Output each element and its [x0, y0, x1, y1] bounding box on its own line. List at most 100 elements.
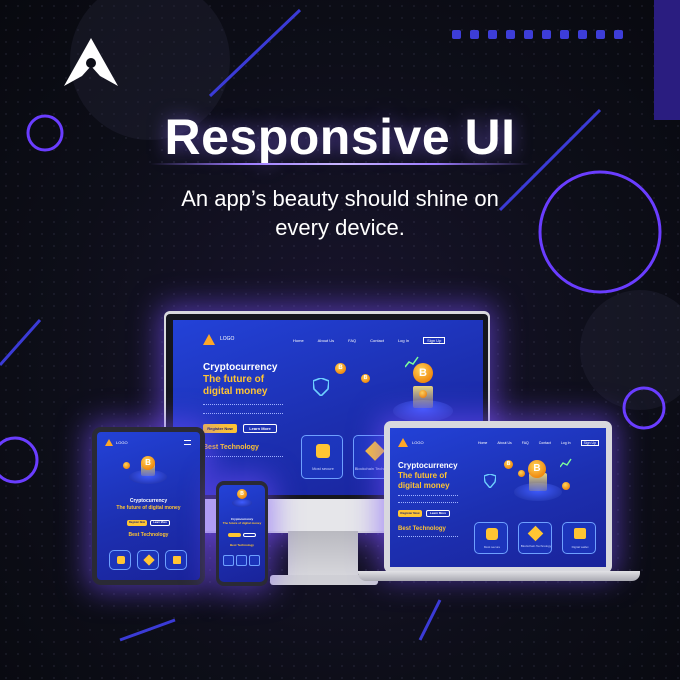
brand-logo-icon: [64, 38, 118, 86]
tablet-section-heading: Best Technology: [128, 532, 169, 538]
learn-more-button[interactable]: Learn More: [243, 424, 277, 433]
hero-description: [203, 404, 283, 414]
hero-heading-line1: Cryptocurrency: [203, 362, 278, 373]
laptop-nav-about[interactable]: About Us: [497, 441, 512, 445]
page-title: Responsive UI: [164, 109, 516, 165]
laptop-card-blockchain-label: Blockchain Technology: [520, 544, 552, 548]
phone-heading-line2: The future of digital money: [222, 521, 262, 525]
register-button[interactable]: Register Now: [203, 424, 237, 433]
card-secure-label: Most secure: [312, 466, 334, 471]
laptop-card-wallet[interactable]: Digital wallet: [562, 522, 596, 554]
laptop-nav-home[interactable]: Home: [478, 441, 488, 445]
card-blockchain-label: Blockchain Technology: [354, 466, 396, 471]
subtitle-line-2: every device.: [275, 215, 405, 240]
phone-section-heading: Best Technology: [230, 543, 254, 547]
laptop-nav-faq[interactable]: FAQ: [521, 441, 529, 445]
phone-screen: B Cryptocurrency The future of digital m…: [219, 485, 265, 582]
nav-signup[interactable]: Sign Up: [423, 337, 446, 344]
laptop-description: [398, 495, 458, 503]
bitcoin-icon-small-3: [562, 482, 570, 490]
phone-learn-button[interactable]: [243, 533, 256, 537]
lock-icon: [316, 444, 330, 458]
laptop-section-heading: Best Technology: [398, 526, 446, 532]
menu-icon[interactable]: [184, 440, 191, 445]
tablet-screen: LOGO B Cryptocurrency The future of digi…: [97, 432, 200, 580]
nav-contact[interactable]: Contact: [370, 338, 384, 343]
chart-icon: [560, 458, 572, 468]
phone-heading-line1: Cryptocurrency: [230, 517, 254, 521]
laptop-heading: Cryptocurrency The future of digital mon…: [398, 461, 458, 491]
logo-icon: [105, 439, 113, 446]
tablet-card-1[interactable]: [109, 550, 131, 570]
title-underline: [150, 163, 530, 165]
laptop-card-wallet-label: Digital wallet: [571, 545, 589, 549]
section-description: [203, 456, 283, 464]
bitcoin-icon-small: [123, 462, 130, 469]
tablet-learn-button[interactable]: Learn More: [150, 520, 170, 526]
bitcoin-icon: B: [237, 489, 247, 499]
laptop-heading-line1: Cryptocurrency: [398, 461, 458, 470]
nav-about[interactable]: About Us: [317, 338, 335, 343]
pedestal: [514, 483, 562, 501]
bitcoin-icon-small-3: [419, 390, 427, 398]
laptop-nav-signup[interactable]: Sign Up: [580, 440, 600, 446]
bitcoin-icon-small-2: [518, 470, 525, 477]
nav-login[interactable]: Log In: [397, 338, 410, 343]
box-icon: [365, 441, 385, 461]
phone-card-3[interactable]: [249, 555, 260, 566]
hero-heading-line3: digital money: [203, 386, 268, 397]
tablet-heading-line1: Cryptocurrency: [129, 498, 168, 504]
phone-register-button[interactable]: [228, 533, 241, 537]
mockup-logo: LOGO: [220, 336, 235, 342]
bitcoin-icon-small-2: B: [361, 374, 370, 383]
pedestal: [393, 400, 453, 422]
lock-icon: [486, 528, 498, 540]
hero-heading: Cryptocurrency The future of digital mon…: [203, 362, 277, 398]
pedestal: [232, 499, 252, 507]
shield-icon: [484, 474, 496, 488]
logo-icon: [203, 334, 215, 345]
laptop-nav-contact[interactable]: Contact: [538, 441, 551, 445]
bitcoin-icon: B: [141, 456, 155, 470]
card-secure[interactable]: Most secure: [301, 435, 343, 479]
tablet-logo: LOGO: [116, 440, 128, 445]
box-icon: [143, 554, 155, 566]
nav-home[interactable]: Home: [293, 338, 304, 343]
laptop-logo: LOGO: [412, 440, 424, 445]
wallet-icon: [173, 556, 181, 564]
tablet-heading: Cryptocurrency The future of digital mon…: [97, 498, 200, 512]
tablet-card-2[interactable]: [137, 550, 159, 570]
logo-icon: [398, 438, 408, 447]
laptop-heading-line3: digital money: [398, 481, 450, 490]
tablet-register-button[interactable]: Register Now: [127, 520, 147, 526]
laptop-learn-button[interactable]: Learn More: [426, 510, 450, 517]
phone-heading: Cryptocurrency The future of digital mon…: [219, 517, 265, 525]
laptop-card-secure[interactable]: Most secure: [474, 522, 508, 554]
laptop-nav-login[interactable]: Log In: [560, 441, 571, 445]
laptop-base: [358, 571, 640, 581]
bitcoin-icon-small: B: [504, 460, 513, 469]
mockup-nav: Home About Us FAQ Contact Log In Sign Up: [293, 337, 446, 344]
tablet-card-3[interactable]: [165, 550, 187, 570]
pedestal: [129, 470, 167, 484]
laptop-register-button[interactable]: Register Now: [398, 510, 422, 517]
hero-heading-line2: The future of: [203, 374, 265, 385]
phone-card-2[interactable]: [236, 555, 247, 566]
laptop-card-secure-label: Most secure: [483, 545, 501, 549]
bitcoin-icon-small: B: [335, 363, 346, 374]
laptop-heading-line2: The future of: [398, 471, 447, 480]
bitcoin-icon: B: [528, 460, 546, 478]
nav-faq[interactable]: FAQ: [348, 338, 357, 343]
laptop-card-blockchain[interactable]: Blockchain Technology: [518, 522, 552, 554]
lock-icon: [117, 556, 125, 564]
laptop-screen: LOGO Home About Us FAQ Contact Log In Si…: [390, 428, 606, 567]
phone-card-1[interactable]: [223, 555, 234, 566]
box-icon: [527, 525, 544, 542]
subtitle-line-1: An app’s beauty should shine on: [181, 186, 499, 211]
section-heading: Best Technology: [203, 444, 259, 451]
chart-icon: [405, 356, 419, 368]
shield-icon: [313, 378, 329, 396]
bitcoin-icon: B: [413, 363, 433, 383]
